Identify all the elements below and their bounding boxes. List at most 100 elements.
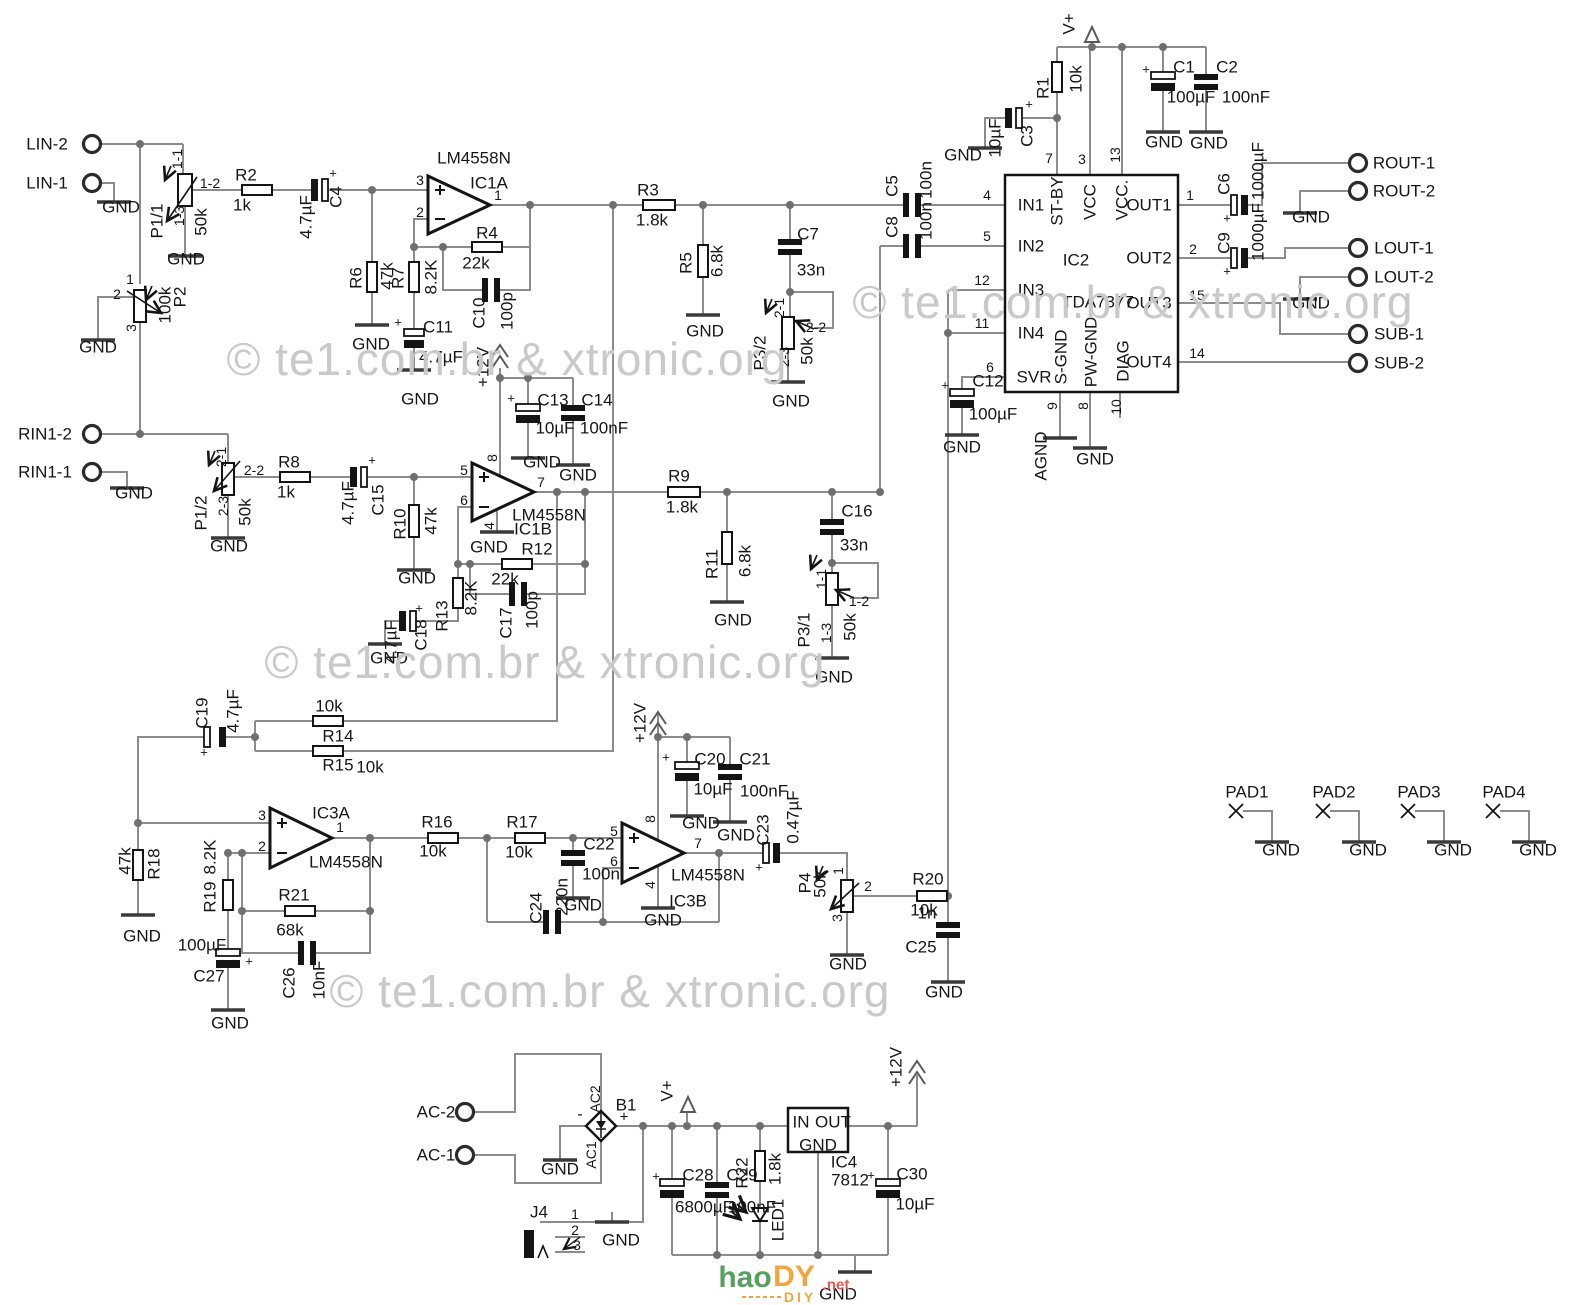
r14-name: R14	[322, 726, 354, 746]
c2-value: 100nF	[1221, 87, 1271, 107]
c6-value: 1000µF	[1248, 142, 1268, 200]
gnd-label-pad4: GND	[1519, 840, 1557, 860]
c17-name: C17	[496, 607, 516, 639]
wiper-arrows	[126, 165, 860, 911]
ic2-name: IC2	[1062, 250, 1090, 270]
ic2-sgnd: S-GND	[1051, 329, 1071, 385]
c30-plate	[876, 1190, 900, 1198]
gnd-label-pwgnd: GND	[1076, 449, 1114, 469]
p3-1-value: 50k	[840, 613, 860, 641]
ic3a-name: IC3A	[312, 803, 350, 823]
c11-name: C11	[423, 317, 453, 337]
ac2-terminal	[454, 1101, 476, 1123]
r7-value: 8.2K	[421, 259, 441, 295]
c10-name: C10	[469, 297, 489, 329]
c13-plate-pos	[515, 403, 541, 412]
ic2-out2: OUT2	[1126, 248, 1172, 268]
c21-plate1	[718, 764, 742, 770]
r19-value: 8.2K	[200, 839, 220, 875]
rin1-1-terminal	[81, 461, 103, 483]
gnd-label-c27: GND	[211, 1013, 249, 1033]
c9-value: 1000µF	[1248, 203, 1268, 261]
b1-ac2-label: AC2	[587, 1085, 603, 1113]
gnd-label-p4: GND	[829, 954, 867, 974]
vplus-arrow-bottom	[679, 1094, 697, 1113]
gnd-label-j4: GND	[602, 1230, 640, 1250]
r15-name: R15	[322, 755, 354, 775]
c23-plus: +	[755, 859, 763, 875]
gnd-label-pad1: GND	[1262, 840, 1300, 860]
gnd-label-r11: GND	[714, 610, 752, 630]
r18-name: R18	[144, 848, 164, 880]
gnd-label-pad3: GND	[1434, 840, 1472, 860]
c16-plate2	[820, 529, 844, 535]
p3-1-pin-1-1: 1-1	[813, 568, 829, 590]
plus12v-2: +12V	[630, 702, 650, 744]
ic2-pin1: 1	[1186, 187, 1194, 203]
c11-value: 4.7µF	[419, 347, 463, 367]
gnd-label-c12: GND	[943, 437, 981, 457]
c30-name: C30	[896, 1164, 928, 1184]
p1-1-value: 50k	[191, 208, 211, 236]
r12-symbol	[501, 558, 533, 570]
ic1a-name: IC1A	[470, 173, 508, 193]
c23-plate-pos	[762, 842, 770, 864]
lin2-terminal	[81, 133, 103, 155]
lout1-terminal	[1347, 237, 1369, 259]
r20-symbol	[916, 890, 948, 902]
r14-value: 10k	[315, 696, 343, 716]
gnd-label-p3-1: GND	[815, 667, 853, 687]
c17-plate1	[509, 582, 515, 606]
gnd-label-b1: GND	[541, 1159, 579, 1179]
c22-plate1	[561, 850, 585, 856]
ic2-pin12: 12	[974, 272, 990, 288]
p2-pin1: 1	[126, 271, 134, 287]
vplus-label-top: V+	[1059, 13, 1079, 35]
ic2-pin14: 14	[1189, 345, 1205, 361]
c3-plate-pos	[1015, 107, 1023, 129]
ic2-out1: OUT1	[1126, 195, 1172, 215]
c14-name: C14	[581, 390, 613, 410]
r22-symbol	[754, 1150, 766, 1182]
ic1b-pin7: 7	[537, 474, 545, 490]
c4-name: C4	[326, 186, 346, 208]
c13-plate	[516, 415, 540, 423]
c23-name: C23	[753, 814, 773, 846]
ic3b-pin7: 7	[694, 835, 702, 851]
c21-name: C21	[739, 749, 771, 769]
gnd-label-c11: GND	[401, 389, 439, 409]
c23-plate	[773, 843, 780, 863]
r1-symbol	[1051, 61, 1063, 93]
c6-plus: +	[1223, 210, 1231, 226]
watermark-2: © te1.com.br & xtronic.org	[852, 276, 1414, 328]
c14-plate2	[561, 415, 585, 421]
r4-symbol	[471, 241, 503, 253]
p3-1-pin-1-2: 1-2	[848, 593, 870, 609]
ic2-out4: OUT4	[1126, 352, 1172, 372]
pad4-label: PAD4	[1482, 782, 1526, 802]
c29-plate2	[705, 1192, 729, 1198]
p3-2-symbol	[781, 316, 795, 350]
rout2-label: ROUT-2	[1372, 181, 1436, 201]
led1-symbol	[722, 1194, 770, 1223]
gnd-label-pad2: GND	[1349, 840, 1387, 860]
r1-value: 10k	[1066, 65, 1086, 93]
gnd-label-lout2: GND	[1292, 293, 1330, 313]
r22-value: 1.8k	[765, 1152, 785, 1186]
ic4-in-label: IN	[792, 1112, 810, 1132]
c19-plate	[219, 727, 226, 747]
c7-name: C7	[797, 224, 819, 244]
c4-value: 4.7µF	[296, 195, 316, 239]
gnd-label-p3-2: GND	[772, 391, 810, 411]
gnd-label-lin1: GND	[102, 197, 140, 217]
c27-name: C27	[193, 966, 225, 986]
ic3a-pin1: 1	[336, 819, 344, 835]
p2-name: P2	[170, 286, 190, 308]
p2-pin3: 3	[123, 324, 139, 332]
c4-plate	[311, 179, 318, 201]
ic1a-pin3: 3	[416, 172, 424, 188]
p3-2-value: 50k	[797, 337, 817, 365]
r15-symbol	[312, 745, 344, 757]
